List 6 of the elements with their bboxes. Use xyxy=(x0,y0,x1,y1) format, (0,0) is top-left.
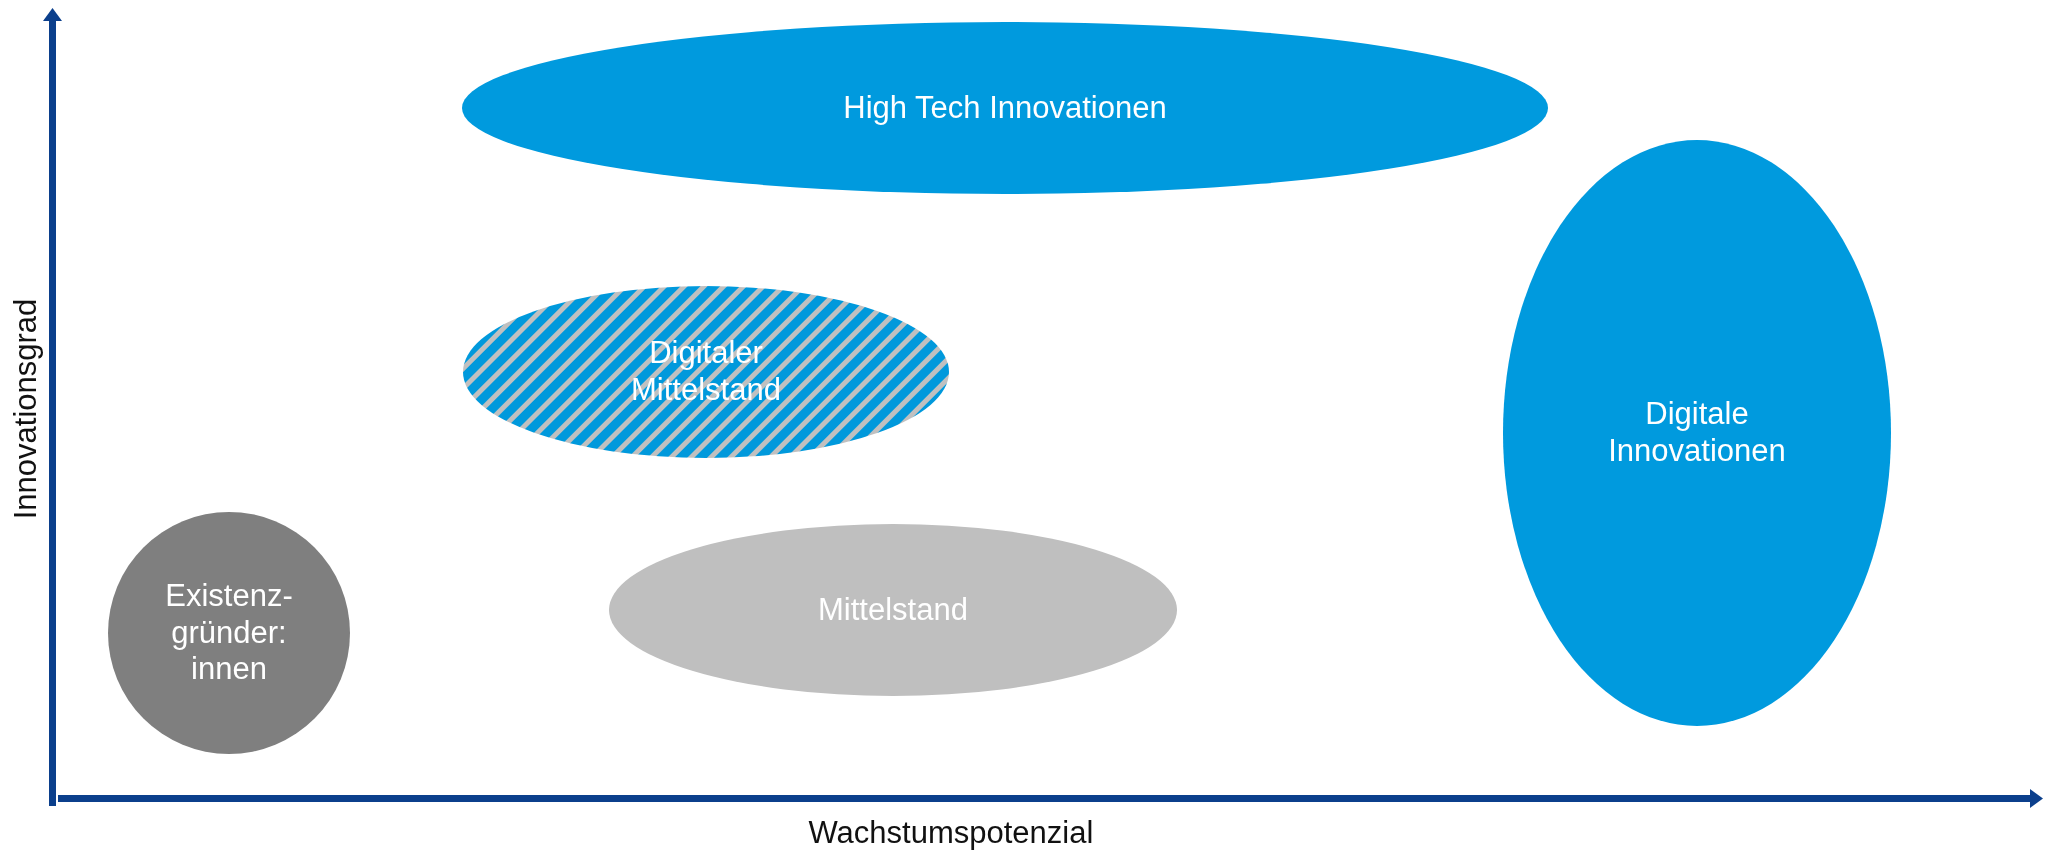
y-axis-title: Innovationsgrad xyxy=(7,298,44,520)
node-label: Digitale Innovationen xyxy=(1607,396,1787,470)
node-label: Existenz- gründer: innen xyxy=(164,578,294,688)
x-axis-title: Wachstumspotenzial xyxy=(808,815,1094,851)
node-label: High Tech Innovationen xyxy=(842,89,1168,127)
node-label: Mittelstand xyxy=(817,591,969,629)
